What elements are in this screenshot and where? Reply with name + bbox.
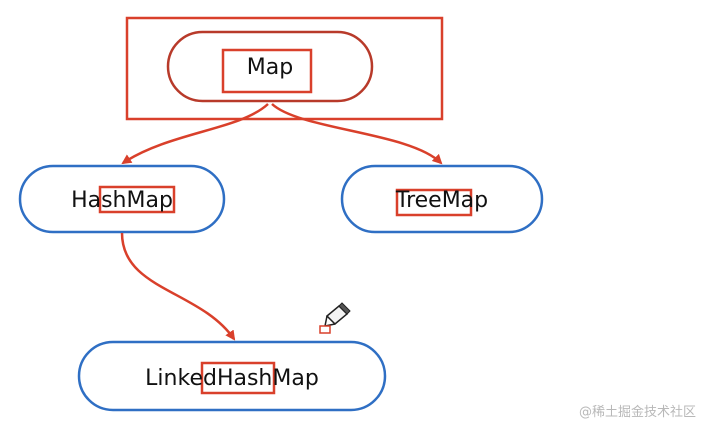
map-node-shape bbox=[166, 30, 374, 103]
treemap-label-highlight bbox=[395, 188, 473, 217]
arrow-hashmap-to-linkedhashmap bbox=[120, 232, 236, 341]
hashmap-label-highlight bbox=[98, 185, 176, 214]
linkedhashmap-node: LinkedHashMap bbox=[77, 340, 387, 412]
arrow-map-to-treemap bbox=[271, 103, 443, 165]
hashmap-node: HashMap bbox=[18, 164, 226, 234]
linkedhashmap-node-label: LinkedHashMap bbox=[145, 366, 319, 391]
map-node-label: Map bbox=[247, 55, 293, 80]
linkedhashmap-label-highlight bbox=[200, 361, 276, 395]
treemap-node-shape bbox=[340, 164, 544, 234]
hashmap-node-label: HashMap bbox=[71, 188, 173, 213]
map-highlight-frame bbox=[125, 16, 444, 121]
treemap-node: TreeMap bbox=[340, 164, 544, 234]
small-red-marker bbox=[319, 325, 331, 334]
map-label-highlight bbox=[221, 48, 313, 94]
arrow-map-to-hashmap bbox=[121, 103, 269, 165]
hashmap-node-shape bbox=[18, 164, 226, 234]
linkedhashmap-node-shape bbox=[77, 340, 387, 412]
pen-cursor-icon bbox=[324, 302, 351, 327]
watermark-text: @稀土掘金技术社区 bbox=[578, 405, 696, 420]
map-node: Map bbox=[166, 30, 374, 103]
treemap-node-label: TreeMap bbox=[395, 188, 488, 213]
